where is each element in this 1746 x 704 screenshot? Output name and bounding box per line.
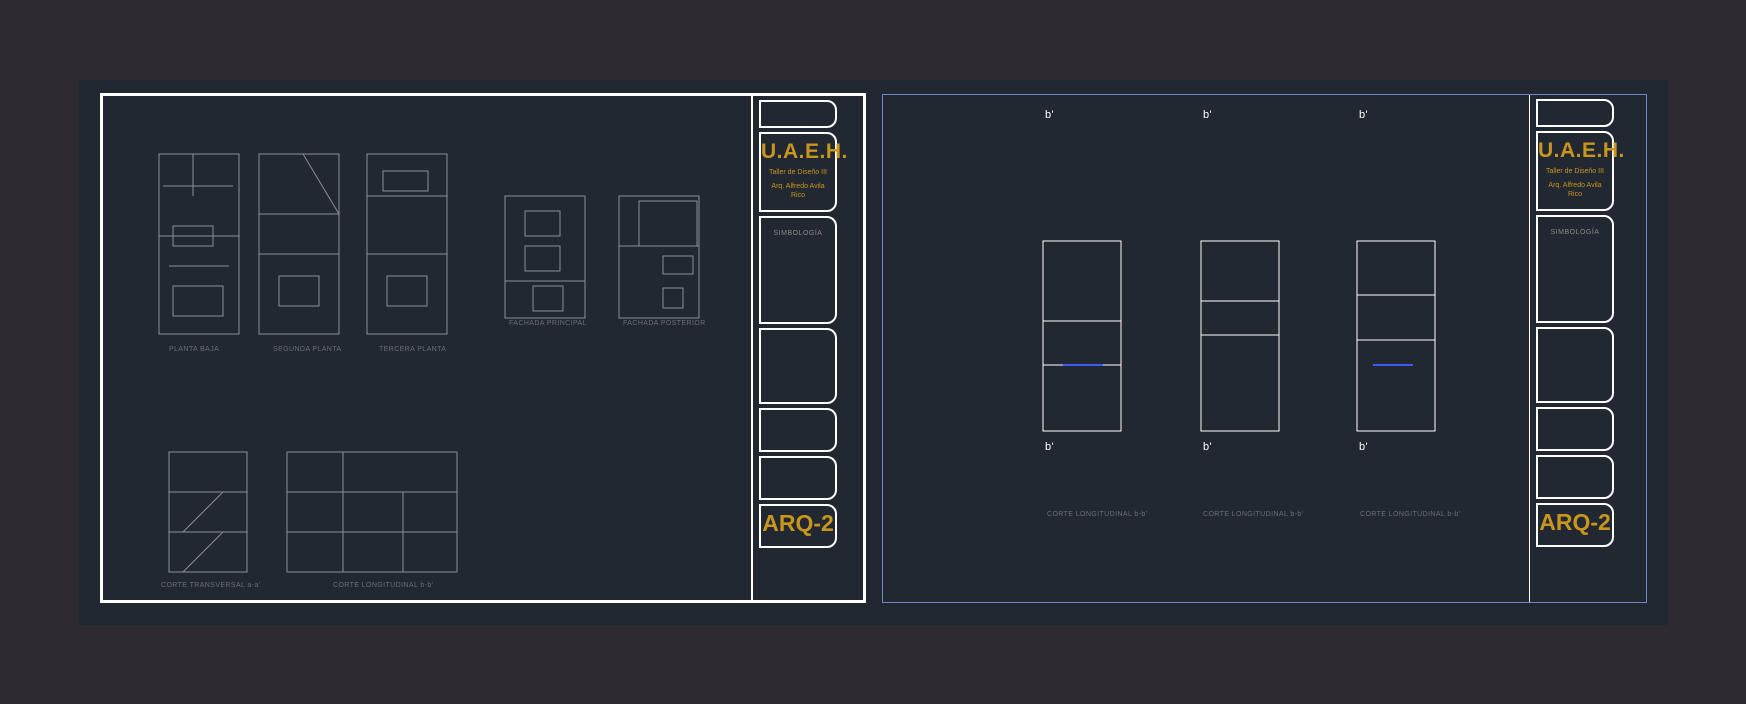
corte-longitudinal-drawing	[286, 451, 458, 573]
section-mark-bottom-3: b'	[1359, 441, 1369, 453]
professor-line-1: Arq. Alfredo Avila	[771, 183, 825, 190]
symbology-label: SIMBOLOGÍA	[1550, 229, 1600, 236]
info-cell	[1536, 407, 1614, 451]
course-name: Taller de Diseño III	[1546, 168, 1604, 175]
info-cell	[759, 408, 837, 452]
university-cell: U.A.E.H. Taller de Diseño III Arq. Alfre…	[1536, 131, 1625, 211]
sheet1-drawings	[158, 153, 700, 573]
sheet-code: ARQ-2	[762, 510, 834, 536]
label-planta-baja: PLANTA BAJA	[169, 346, 220, 353]
sheet-code: ARQ-2	[1539, 509, 1611, 535]
section-drawing-3	[1356, 240, 1436, 432]
professor-line-2: Rico	[790, 192, 805, 199]
professor-line-1: Arq. Alfredo Avila	[1548, 182, 1602, 189]
fachada-principal-drawing	[504, 195, 586, 319]
fachada-posterior-drawing	[618, 195, 700, 319]
sheet-code-cell: ARQ-2	[759, 504, 837, 548]
sheet-code-cell: ARQ-2	[1536, 503, 1614, 547]
scale-cell	[1536, 455, 1614, 499]
label-fachada-principal: FACHADA PRINCIPAL	[509, 320, 587, 327]
title-block-1: U.A.E.H. Taller de Diseño III Arq. Alfre…	[751, 96, 848, 600]
label-corte-3: CORTE LONGITUDINAL b-b'	[1360, 511, 1461, 518]
professor-line-2: Rico	[1567, 191, 1582, 198]
section-mark-top-2: b'	[1203, 109, 1213, 121]
location-cell	[1536, 327, 1614, 403]
section-mark-bottom-1: b'	[1045, 441, 1055, 453]
scale-cell	[759, 456, 837, 500]
section-drawing-1	[1042, 240, 1122, 432]
university-name: U.A.E.H.	[1538, 139, 1625, 162]
cad-model-space[interactable]	[79, 80, 1668, 625]
symbology-label: SIMBOLOGÍA	[773, 230, 823, 237]
symbology-cell: SIMBOLOGÍA	[759, 216, 837, 324]
logo-cell	[759, 100, 837, 128]
university-cell: U.A.E.H. Taller de Diseño III Arq. Alfre…	[759, 132, 848, 212]
label-fachada-posterior: FACHADA POSTERIOR	[623, 320, 706, 327]
course-name: Taller de Diseño III	[769, 169, 827, 176]
drawing-sheet-2[interactable]: b' b' b' b' b' b' CORTE LONGITUDINAL b-b…	[882, 94, 1647, 603]
label-tercera-planta: TERCERA PLANTA	[379, 346, 447, 353]
corte-transversal-drawing	[168, 451, 248, 573]
section-drawing-2	[1200, 240, 1280, 432]
logo-cell	[1536, 99, 1614, 127]
section-mark-bottom-2: b'	[1203, 441, 1213, 453]
plan-planta-baja	[158, 153, 240, 335]
title-block-2: U.A.E.H. Taller de Diseño III Arq. Alfre…	[1529, 95, 1625, 602]
label-corte-2: CORTE LONGITUDINAL b-b'	[1203, 511, 1304, 518]
plan-segunda-planta	[258, 153, 340, 335]
sheet2-drawings	[1042, 240, 1436, 432]
symbology-cell: SIMBOLOGÍA	[1536, 215, 1614, 323]
label-corte-1: CORTE LONGITUDINAL b-b'	[1047, 511, 1148, 518]
plan-tercera-planta	[366, 153, 448, 335]
location-cell	[759, 328, 837, 404]
section-mark-top-3: b'	[1359, 109, 1369, 121]
label-corte-longitudinal: CORTE LONGITUDINAL b-b'	[333, 582, 434, 589]
drawing-sheet-1[interactable]: PLANTA BAJA SEGUNDA PLANTA TERCERA PLANT…	[100, 93, 866, 603]
university-name: U.A.E.H.	[761, 140, 848, 163]
label-corte-transversal: CORTE TRANSVERSAL a-a'	[161, 582, 261, 589]
label-segunda-planta: SEGUNDA PLANTA	[273, 346, 342, 353]
section-mark-top-1: b'	[1045, 109, 1055, 121]
